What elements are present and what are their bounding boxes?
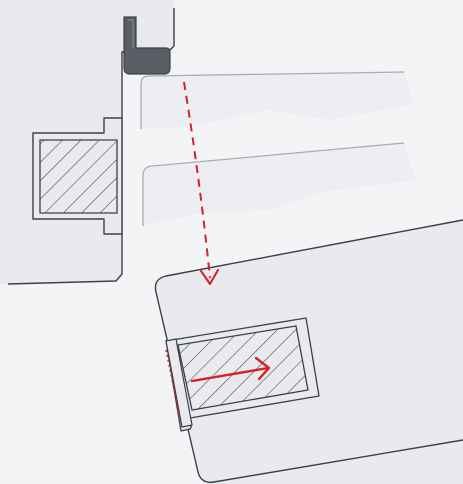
insert-outline-inner [40, 139, 117, 214]
dashed-curved-arrow-icon [183, 81, 211, 279]
ghost-part-lower [143, 143, 416, 226]
ghost-part-upper [141, 72, 414, 129]
latch-clip [123, 16, 171, 75]
solid-arrow-icon [190, 366, 270, 383]
dashed-arrow-head [200, 269, 219, 285]
housing-outline [7, 8, 175, 285]
insert-flange [165, 338, 193, 428]
edge-marker [165, 349, 181, 419]
insert-sliding [177, 325, 309, 411]
ghost-part-lower-outline [142, 142, 405, 226]
latch-clip-highlight [128, 19, 134, 48]
ghost-part-upper-outline [140, 71, 405, 129]
solid-arrow-head [254, 356, 271, 381]
insert-in-housing [39, 139, 118, 214]
